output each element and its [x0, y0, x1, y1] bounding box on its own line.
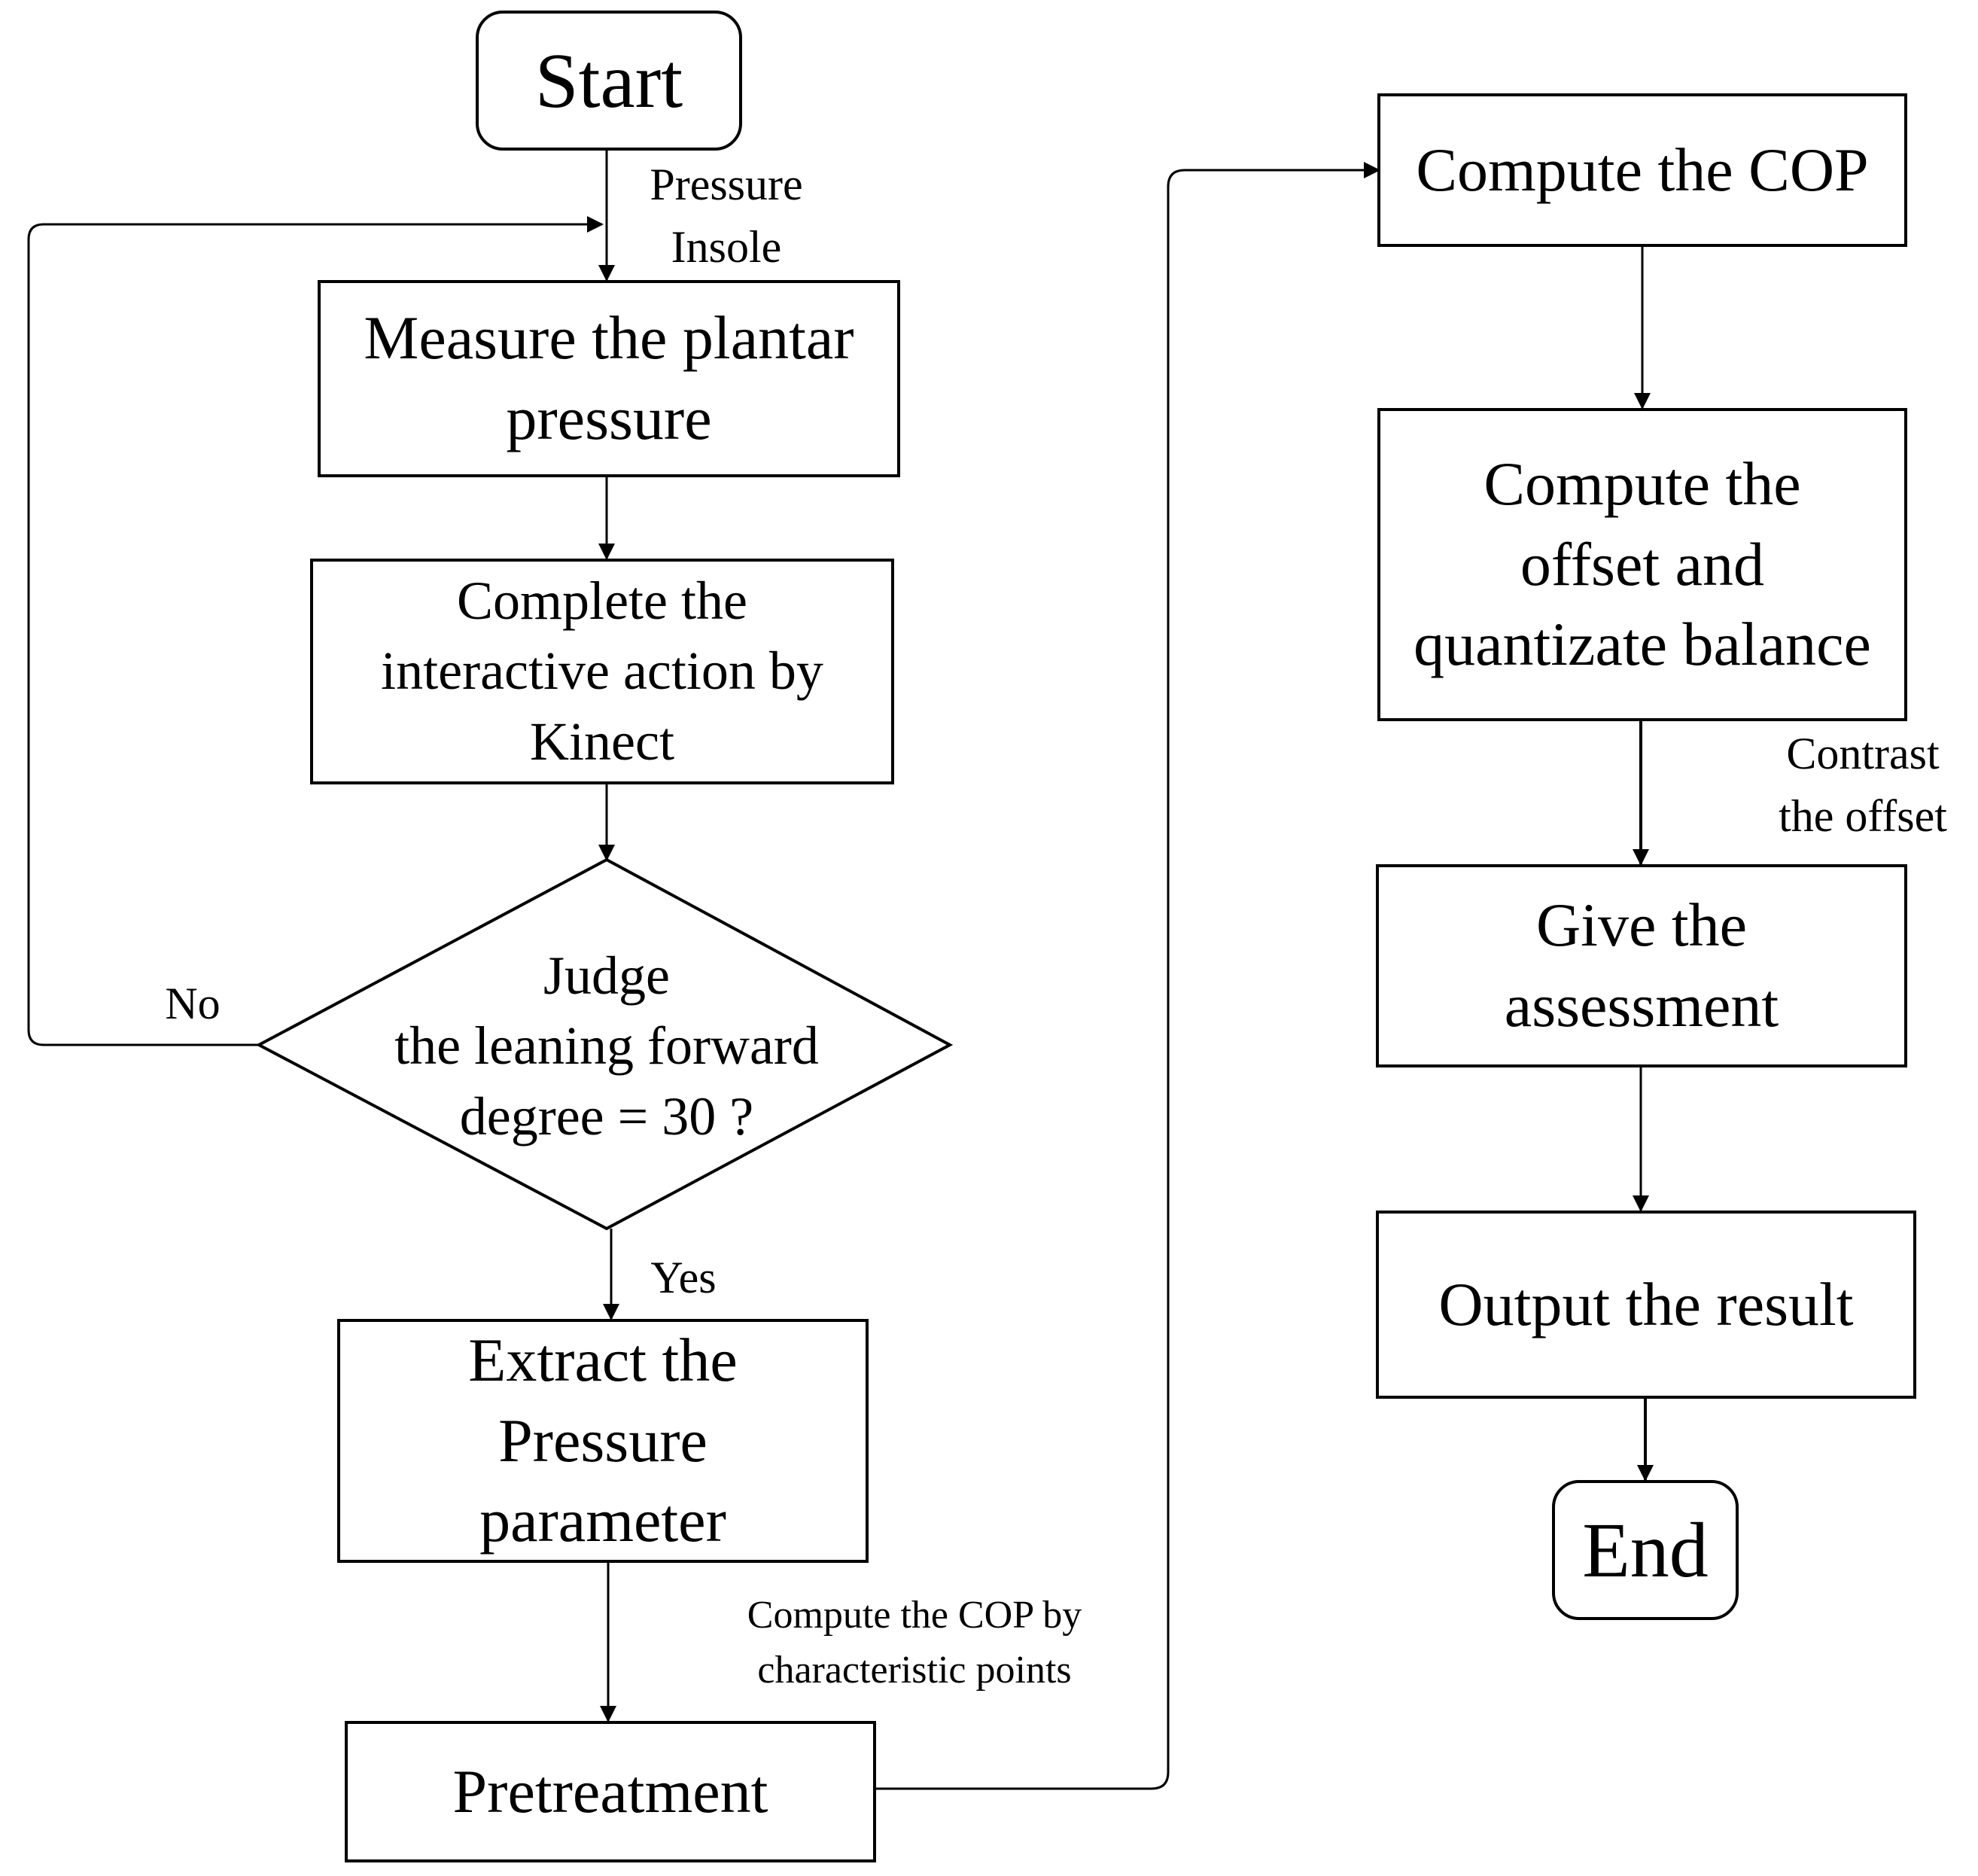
connector-pretreatment-computecop [875, 162, 1380, 1790]
yes-label: Yes [650, 1253, 717, 1302]
compute-offset-label: Compute the offset and quantizate balanc… [1414, 449, 1871, 679]
extract-pressure-parameter-node: Extract the Pressure parameter [337, 1319, 869, 1563]
pretreatment-node: Pretreatment [345, 1721, 876, 1862]
measure-label: Measure the plantar pressure [364, 303, 854, 452]
start-node: Start [476, 11, 742, 151]
end-node: End [1552, 1480, 1739, 1620]
judge-decision-text: Judge the leaning forward degree = 30 ? [324, 933, 890, 1159]
pretreatment-label: Pretreatment [452, 1757, 768, 1826]
compute-offset-node: Compute the offset and quantizate balanc… [1377, 408, 1907, 721]
measure-plantar-pressure-node: Measure the plantar pressure [318, 280, 900, 477]
compute-cop-node: Compute the COP [1377, 93, 1907, 247]
compute-cop-label: Compute the COP [1416, 136, 1869, 204]
end-label: End [1582, 1506, 1709, 1594]
output-result-node: Output the result [1376, 1211, 1916, 1399]
pressure-insole-label: Pressure Insole [650, 160, 803, 272]
complete-interactive-action-node: Complete the interactive action by Kinec… [310, 559, 894, 784]
decision-diamond [255, 857, 954, 1231]
complete-label: Complete the interactive action by Kinec… [381, 570, 823, 772]
output-label: Output the result [1438, 1270, 1854, 1338]
extract-label: Extract the Pressure parameter [468, 1326, 738, 1555]
assessment-label: Give the assessment [1504, 891, 1779, 1040]
no-label: No [165, 979, 221, 1028]
compute-cop-by-points-label: Compute the COP by characteristic points [747, 1594, 1082, 1692]
start-label: Start [534, 37, 683, 124]
contrast-offset-label: Contrast the offset [1779, 729, 1947, 841]
connector-no-loop [27, 216, 604, 1046]
judge-label: Judge the leaning forward degree = 30 ? [394, 945, 819, 1147]
give-assessment-node: Give the assessment [1376, 864, 1907, 1067]
